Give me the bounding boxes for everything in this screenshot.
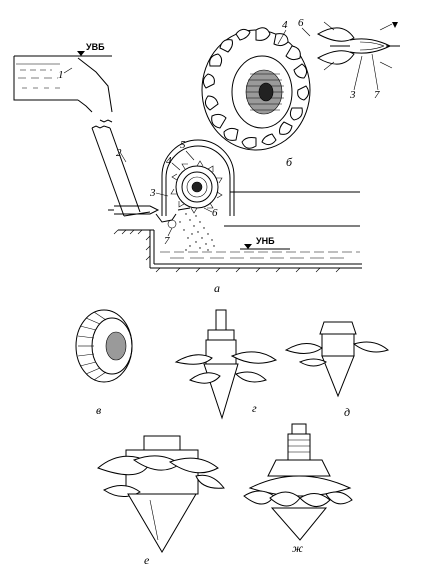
label-b-7: 7 [374,89,380,101]
flow-arrow-icon [392,22,398,28]
pelton-plant-layout: УВБ 1 2 5 4 3 [13,42,362,295]
caption-d: д [344,405,350,419]
nozzle-assembly [108,205,191,229]
deriaz-runner: ж [243,423,353,555]
label-4: 4 [166,155,172,167]
lower-level-label: УНБ [256,236,275,246]
pelton-runner [170,160,223,214]
bucket-detail: 3 7 [316,21,400,101]
caption-g: г [252,401,257,415]
label-6: 6 [212,207,218,219]
label-5: 5 [180,139,186,151]
water-spray [179,213,215,251]
label-3: 3 [149,187,156,199]
turbine-housing [161,139,360,216]
pelton-wheel-perspective: 4 6 б [201,17,311,169]
label-7: 7 [164,235,170,247]
caption-a: а [214,281,220,295]
upper-level-label: УВБ [86,42,105,52]
upper-reservoir [13,51,112,101]
propeller-runner: д [284,321,389,419]
diagonal-runner: г [174,309,278,420]
penstock-pipe [77,57,151,217]
tailrace-channel [113,225,362,273]
label-b-3: 3 [349,89,356,101]
label-b-4: 4 [282,19,288,31]
upper-level-marker-icon [77,51,85,56]
label-2: 2 [116,147,122,159]
lower-level-marker-icon [244,244,252,249]
label-b-6: 6 [298,17,304,29]
kaplan-runner: е [97,435,225,567]
caption-zh: ж [292,541,303,555]
caption-b: б [286,155,293,169]
francis-runner: в [75,309,133,417]
label-1: 1 [58,69,64,81]
caption-e: е [144,553,150,567]
caption-v: в [96,403,101,417]
